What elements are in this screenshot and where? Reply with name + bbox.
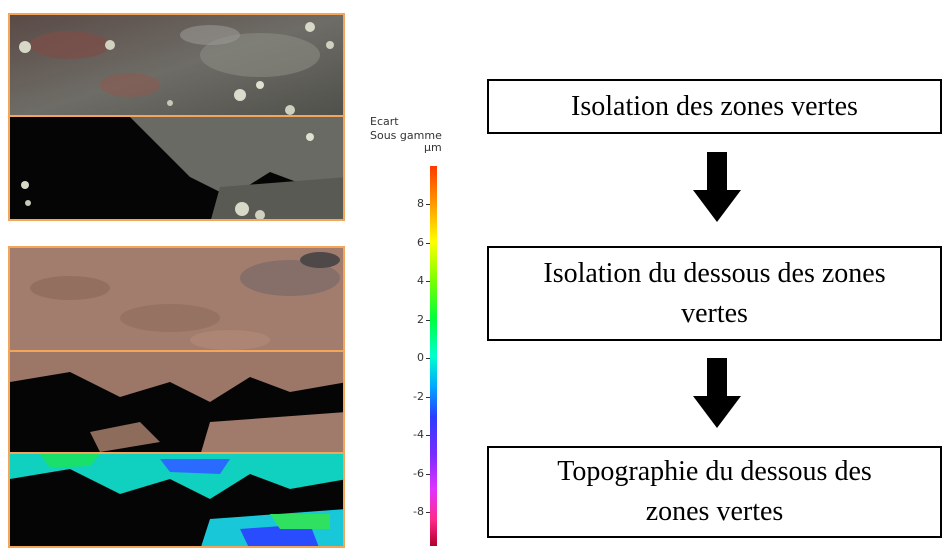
colorbar-title-line2: Sous gamme — [370, 129, 442, 142]
colorbar-tick-mark — [426, 435, 430, 436]
colorbar-tick-label: -8 — [413, 505, 424, 518]
step-topography-underside: Topographie du dessous des zones vertes — [487, 446, 942, 538]
down-arrow-icon — [693, 152, 741, 222]
underside-topography — [8, 452, 345, 548]
colorbar-title-line1: Ecart — [370, 115, 399, 128]
step-isolation-underside: Isolation du dessous des zones vertes — [487, 246, 942, 341]
colorbar-tick-label: 6 — [417, 236, 424, 249]
colorbar-tick-mark — [426, 243, 430, 244]
colorbar-tick-mark — [426, 204, 430, 205]
colorbar-tick-mark — [426, 512, 430, 513]
colorbar-tick-mark — [426, 358, 430, 359]
underside-isolated — [8, 350, 345, 454]
down-arrow-icon — [693, 358, 741, 428]
step-isolation-green-zones: Isolation des zones vertes — [487, 79, 942, 134]
colorbar — [430, 166, 437, 546]
colorbar-tick-mark — [426, 474, 430, 475]
colorbar-unit: µm — [424, 141, 442, 154]
underside-photo — [8, 246, 345, 352]
colorbar-tick-label: -4 — [413, 428, 424, 441]
colorbar-tick-label: -6 — [413, 467, 424, 480]
colorbar-tick-mark — [426, 281, 430, 282]
colorbar-tick-mark — [426, 320, 430, 321]
colorbar-tick-label: 2 — [417, 313, 424, 326]
green-zone-photo — [8, 13, 345, 117]
colorbar-tick-label: 8 — [417, 197, 424, 210]
colorbar-tick-mark — [426, 397, 430, 398]
colorbar-tick-label: 4 — [417, 274, 424, 287]
colorbar-tick-label: 0 — [417, 351, 424, 364]
colorbar-tick-label: -2 — [413, 390, 424, 403]
green-zone-isolated — [8, 115, 345, 221]
